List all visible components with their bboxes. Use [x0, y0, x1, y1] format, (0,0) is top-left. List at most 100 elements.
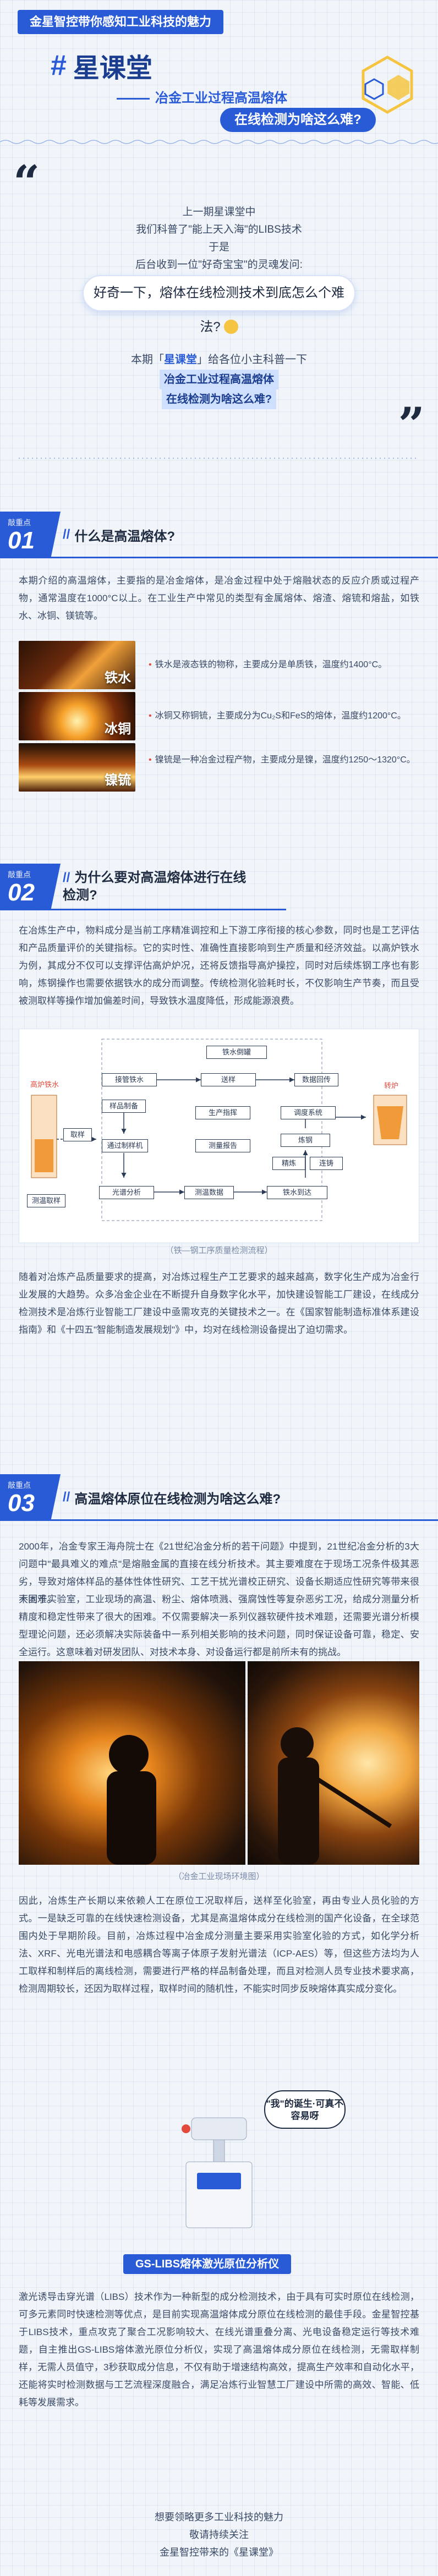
libs-analyzer-device-icon — [182, 2117, 253, 2228]
diagram-label: 测量报告 — [195, 1139, 250, 1152]
section-1-paragraph: 本期介绍的高温熔体，主要指的是冶金熔体，是冶金过程中处于熔融状态的反应介质或过程… — [19, 575, 419, 621]
photo-caption: 铁水是液态铁的物称，主要成分是单质铁，温度约1400°C。 — [149, 657, 418, 673]
diagram-label: 铁水到达 — [267, 1186, 327, 1199]
section-badge-label: 敲重点 — [8, 1481, 31, 1490]
intro-brand: 星课堂 — [164, 354, 197, 366]
highlight-line-1: 冶金工业过程高温熔体 — [160, 370, 278, 389]
section-badge-label: 敲重点 — [8, 870, 31, 879]
molten-iron-photo: 铁水 — [19, 641, 135, 689]
photo-label: 镍锍 — [105, 773, 131, 788]
speech-bubble: "我"的诞生·可真不容易呀 — [264, 2090, 346, 2129]
intro-line: 后台收到一位"好奇宝宝"的灵魂发问: — [135, 259, 303, 271]
quote-close-icon: ” — [398, 397, 425, 452]
diagram-label-blast-furnace: 高炉铁水 — [30, 1080, 59, 1089]
hero-question-pill: 在线检测为啥这么难? — [220, 108, 376, 132]
section-3-underline — [0, 1519, 438, 1521]
section-2-title-line1: // 为什么要对高温熔体进行在线 — [63, 869, 246, 887]
quote-open-icon: “ — [13, 155, 40, 210]
header-banner: 金星智控带你感知工业科技的魅力 # 星课堂 冶金工业过程高温熔体 在线检测为啥这… — [0, 0, 438, 165]
wave-divider — [0, 140, 438, 144]
process-flow-connectors — [31, 1039, 407, 1221]
section-2-header: 敲重点 02 // 为什么要对高温熔体进行在线 检测? — [0, 864, 438, 910]
intro-para-line: 本期「星课堂」给各位小主科普一下 — [0, 350, 438, 370]
copper-matte-photo: 冰铜 — [19, 692, 135, 740]
question-bubble: 好奇一下，熔体在线检测技术到底怎么个难法? — [83, 275, 355, 334]
diagram-caption: （铁—钢工序质量检测流程） — [165, 1246, 273, 1255]
section-1-badge: 敲重点 01 — [0, 512, 61, 558]
smelting-site-photo-2 — [248, 1661, 419, 1865]
intro-line: 我们科普了"能上天入海"的LIBS技术 — [136, 224, 302, 235]
hero-title-box: # 星课堂 冶金工业过程高温熔体 — [51, 46, 359, 129]
photo-caption: （冶金工业现场环境图） — [173, 1872, 265, 1881]
diagram-label: 送样 — [201, 1073, 256, 1086]
photo-label: 冰铜 — [105, 722, 131, 737]
section-1-title: // 什么是高温熔体? — [57, 512, 175, 558]
section-3-header: 敲重点 03 // 高温熔体原位在线检测为啥这么难? — [0, 1474, 438, 1521]
diagram-label: 测温取样 — [27, 1194, 65, 1207]
intro-line: 上一期星课堂中 — [182, 206, 256, 218]
photo-caption: 冰铜又称铜锍，主要成分为Cu₂S和FeS的熔体，温度约1200°C。 — [149, 708, 418, 724]
section-badge-label: 敲重点 — [8, 518, 31, 527]
diagram-label: 数据回传 — [294, 1073, 338, 1086]
hero-title: # 星课堂 — [51, 46, 152, 85]
diagram-label-converter: 转炉 — [384, 1081, 398, 1090]
hero-subtitle: 冶金工业过程高温熔体 — [117, 87, 287, 106]
smelting-site-photo-1 — [19, 1661, 245, 1865]
photo-caption: 镍锍是一种冶金过程产物，主要成分是镍，温度约1250～1320°C。 — [149, 753, 418, 768]
diagram-label: 生产指挥 — [195, 1106, 250, 1119]
diagram-label: 测温数据 — [184, 1186, 234, 1199]
section-2-title-line2: 检测? — [63, 888, 97, 903]
section-2-title-text-1: 为什么要对高温熔体进行在线 — [74, 870, 247, 885]
device-name-tag: GS-LIBS熔体激光原位分析仪 — [123, 2254, 292, 2274]
brand-tag: 金星智控带你感知工业科技的魅力 — [18, 10, 224, 34]
diagram-label: 光谱分析 — [99, 1186, 154, 1199]
section-2-paragraph-2: 随着对冶炼产品质量要求的提高，对冶炼过程生产工艺要求的越来越高，数字化生产成为冶… — [19, 1272, 419, 1335]
slash-icon: // — [63, 870, 70, 885]
diagram-label: 精炼 — [272, 1157, 305, 1170]
section-3-paragraph-1: 2000年，冶金专家王海舟院士在《21世纪冶金分析的若干问题》中提到，21世纪冶… — [19, 1541, 419, 1605]
intro-paragraph: 本期「星课堂」给各位小主科普一下 冶金工业过程高温熔体 在线检测为啥这么难? — [0, 350, 438, 409]
section-badge-number: 01 — [8, 527, 35, 554]
hero-title-text: 星课堂 — [73, 54, 152, 83]
section-1-title-text: 什么是高温熔体? — [74, 529, 176, 544]
worker-silhouette-icon — [107, 1735, 156, 1865]
diagram-label: 取样 — [63, 1128, 92, 1141]
section-3-paragraph-4: 激光诱导击穿光谱（LIBS）技术作为一种新型的成分检测技术，由于具有可实时原位在… — [19, 2292, 419, 2408]
section-badge-number: 03 — [8, 1490, 35, 1517]
diagram-label: 接管铁水 — [102, 1073, 157, 1086]
diagram-label: 连铸 — [310, 1157, 343, 1170]
section-3-paragraph-2: 不同于实验室，工业现场的高温、粉尘、熔体喷溅、强腐蚀性等复杂恶劣工况，给成分测量… — [19, 1594, 419, 1657]
slash-icon: // — [63, 1490, 70, 1504]
section-3-badge: 敲重点 03 — [0, 1474, 61, 1520]
intro-lines: 上一期星课堂中 我们科普了"能上天入海"的LIBS技术 于是 后台收到一位"好奇… — [0, 204, 438, 274]
section-1-underline — [0, 557, 438, 558]
section-3-title-text: 高温熔体原位在线检测为啥这么难? — [74, 1491, 281, 1507]
footer-line: 金星智控带来的《星课堂》 — [160, 2547, 278, 2558]
section-badge-number: 02 — [8, 879, 35, 906]
footer-line: 想要领略更多工业科技的魅力 — [155, 2512, 283, 2523]
section-2-underline — [0, 909, 286, 910]
process-flow-diagram: 高炉铁水 取样 测温取样 接管铁水 样品制备 通过制样机 送样 光谱分析 测温数… — [19, 1029, 419, 1243]
section-2-badge: 敲重点 02 — [0, 864, 61, 910]
photo-label: 铁水 — [105, 671, 131, 685]
section-2-title: // 为什么要对高温熔体进行在线 检测? — [57, 864, 246, 910]
section-1-header: 敲重点 01 // 什么是高温熔体? — [0, 512, 438, 558]
slash-icon: // — [63, 527, 70, 542]
thinking-emoji-icon — [223, 319, 238, 334]
footer-line: 敬请持续关注 — [189, 2529, 249, 2540]
worker-silhouette-icon — [278, 1727, 392, 1865]
footer: 想要领略更多工业科技的魅力 敬请持续关注 金星智控带来的《星课堂》 — [0, 2508, 438, 2561]
diagram-label: 铁水倒罐 — [206, 1046, 267, 1059]
section-2-paragraph: 在冶炼生产中，物料成分是当前工序精准调控和上下游工序衔接的核心参数，同时也是工艺… — [19, 925, 419, 1006]
section-3-paragraph-3: 因此，冶炼生产长期以来依赖人工在原位工况取样后，送样至化验室，再由专业人员化验的… — [19, 1896, 419, 1994]
diagram-label: 通过制样机 — [102, 1139, 148, 1152]
dotted-divider — [19, 458, 419, 459]
hexagon-decoration-icon — [362, 56, 413, 114]
intro-line: 于是 — [208, 241, 229, 253]
intro-suffix: 」给各位小主科普一下 — [197, 354, 307, 366]
question-bubble-text: 好奇一下，熔体在线检测技术到底怎么个难法? — [94, 285, 344, 334]
diagram-label: 样品制备 — [102, 1100, 146, 1113]
highlight-line-2: 在线检测为啥这么难? — [161, 389, 277, 409]
diagram-label: 调度系统 — [281, 1106, 336, 1119]
hash-icon: # — [51, 50, 67, 81]
